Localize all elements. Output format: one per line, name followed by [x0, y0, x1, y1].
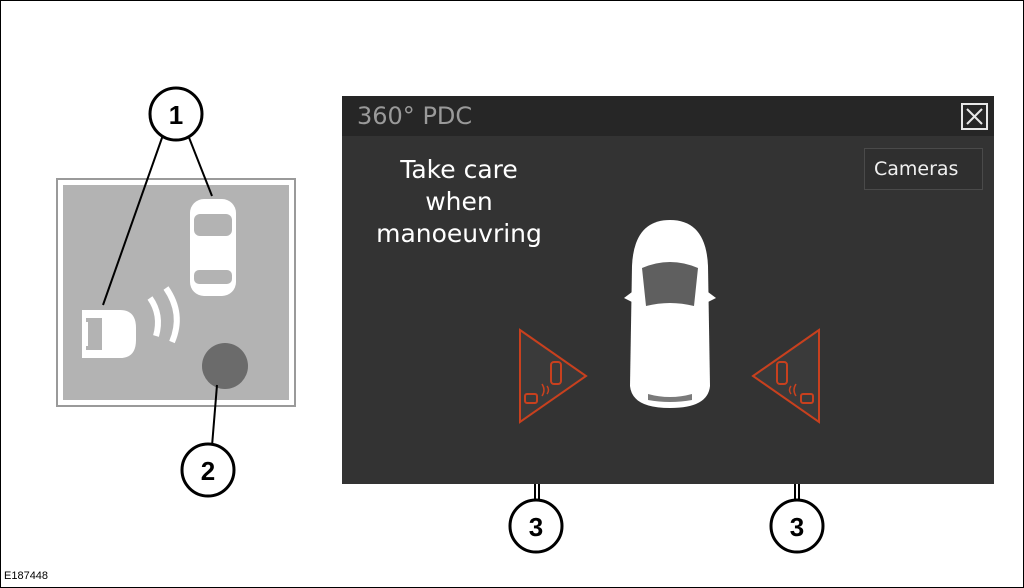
inset-vehicle-icon	[190, 199, 236, 296]
callout-circle-1	[148, 86, 204, 142]
sensor-wave-icon	[147, 296, 161, 337]
cross-traffic-warning-right-icon	[751, 328, 820, 424]
figure-id: E187448	[4, 570, 49, 582]
callout-circle-3-right	[769, 498, 825, 554]
callout-circles: 1 2 3 3	[148, 86, 825, 554]
callout-circle-3-left	[508, 498, 564, 554]
warning-message: Take care when manoeuvring	[376, 155, 542, 248]
callout-circle-2	[180, 442, 236, 498]
callout-label-3-right: 3	[790, 512, 804, 542]
car-top-view-icon	[624, 220, 716, 408]
inset-illustration	[56, 178, 296, 407]
callout-label-2: 2	[201, 456, 215, 486]
inset-own-vehicle-icon	[82, 310, 136, 358]
screen-header: 360° PDC	[342, 96, 994, 136]
cross-traffic-warning-left-icon	[519, 328, 588, 424]
callout-label-3-left: 3	[529, 512, 543, 542]
callout-label-1: 1	[169, 100, 183, 130]
sensor-wave-icon	[163, 286, 180, 344]
close-icon	[966, 108, 983, 125]
pdc-screen: 360° PDC Take care when manoeuvring Came…	[342, 96, 994, 484]
close-button[interactable]	[961, 103, 988, 130]
screen-title: 360° PDC	[357, 102, 473, 130]
detection-zone-marker	[202, 343, 248, 389]
cameras-button[interactable]: Cameras	[864, 148, 983, 190]
